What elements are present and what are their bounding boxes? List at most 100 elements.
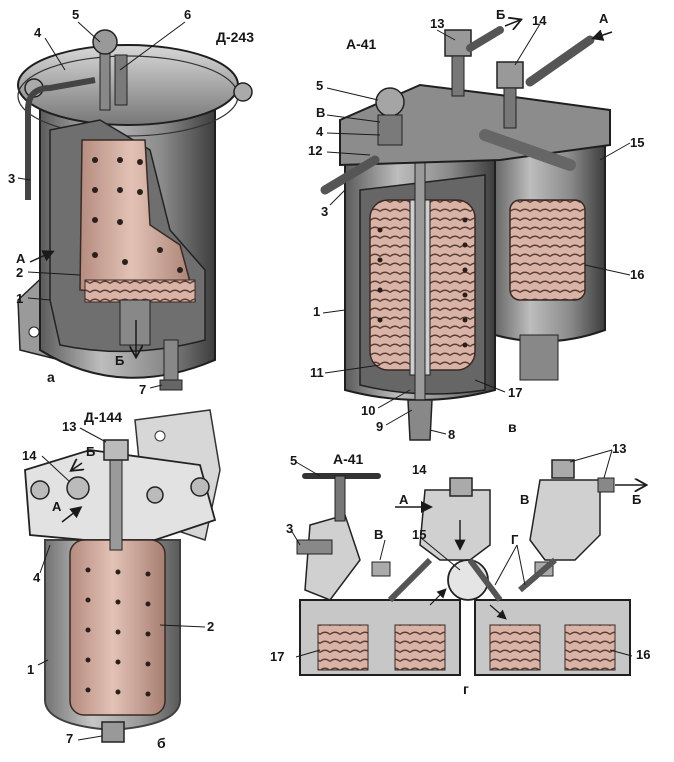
- g-head-right: [529, 479, 601, 561]
- b-label-4: 4: [33, 570, 41, 585]
- g-label-14: 14: [412, 462, 427, 477]
- a-pipe-3: [25, 77, 96, 200]
- g-element-17a: [317, 624, 369, 671]
- b-inlet-arrow: [61, 506, 83, 523]
- g-label-inlet: А: [399, 492, 409, 507]
- a-bottom-outlet: [119, 299, 151, 346]
- v-leaders: [322, 23, 631, 435]
- a-filter-element: [79, 139, 197, 301]
- g-label-vent1: В: [374, 527, 384, 542]
- b-label-2: 2: [207, 619, 215, 634]
- v-label-outlet: Б: [496, 7, 506, 22]
- b-title: Д-144: [84, 409, 122, 425]
- a-label-3: 3: [8, 171, 16, 186]
- b-bolt-right: [190, 477, 210, 497]
- g-leaders: [290, 449, 633, 658]
- g-label-13: 13: [612, 441, 627, 456]
- a-label-inlet: А: [16, 251, 26, 266]
- a-title: Д-243: [216, 29, 254, 45]
- b-outlet-arrow: [72, 463, 82, 470]
- figure-g-a41-section: [290, 449, 645, 676]
- v-label-16: 16: [630, 267, 645, 282]
- v-caption: в: [508, 419, 517, 435]
- v-pipe-3: [320, 155, 380, 195]
- v-bolt-13: [444, 29, 472, 57]
- b-label-1: 1: [27, 662, 35, 677]
- v-bolt-14: [496, 61, 524, 89]
- v-label-15: 15: [630, 135, 645, 150]
- figure-a-d243: [17, 21, 253, 391]
- v-title: А-41: [346, 36, 377, 52]
- v-side-fitting: [479, 129, 576, 171]
- a-label-5: 5: [72, 7, 80, 22]
- v-element-holes: [377, 217, 468, 348]
- v-center-rod: [414, 139, 426, 411]
- v-label-11: 11: [310, 365, 324, 380]
- v-label-8: 8: [448, 427, 456, 442]
- b-element-holes: [85, 567, 151, 697]
- b-leaders: [37, 427, 206, 741]
- v-label-3: 3: [321, 204, 329, 219]
- a-caption: а: [47, 369, 55, 385]
- b-label-outlet: Б: [86, 444, 96, 459]
- a-drain-plug-7: [159, 379, 183, 391]
- v-label-14: 14: [532, 13, 547, 28]
- v-inlet-arrow: [591, 29, 613, 41]
- b-bolt-left: [30, 480, 50, 500]
- g-element-16b: [564, 624, 616, 671]
- v-label-13: 13: [430, 16, 445, 31]
- figure-v-a41: [320, 20, 631, 441]
- g-element-17b: [394, 624, 446, 671]
- v-label-5: 5: [316, 78, 324, 93]
- a-label-outlet: Б: [115, 353, 125, 368]
- v-label-inlet: А: [599, 11, 609, 26]
- a-knob: [92, 29, 118, 55]
- v-right-element-16: [509, 199, 586, 301]
- g-head-center: [419, 489, 491, 561]
- b-label-14: 14: [22, 448, 37, 463]
- b-bolt-13: [103, 439, 129, 461]
- a-label-1: 1: [16, 291, 24, 306]
- g-label-chan: Г: [511, 532, 519, 547]
- b-label-13: 13: [62, 419, 77, 434]
- v-label-10: 10: [361, 403, 376, 418]
- v-label-1: 1: [313, 304, 321, 319]
- v-label-vent: В: [316, 105, 326, 120]
- g-bolt-13: [551, 459, 575, 479]
- v-label-17: 17: [508, 385, 523, 400]
- v-right-drain: [519, 334, 559, 381]
- v-drain-plug-8: [407, 399, 433, 441]
- a-element-holes: [92, 157, 183, 273]
- v-outlet-arrow: [504, 20, 520, 26]
- g-pipe-3: [296, 539, 333, 555]
- g-element-16a: [489, 624, 541, 671]
- v-knob-5: [375, 87, 405, 117]
- a-label-6: 6: [184, 7, 192, 22]
- b-filter-element: [69, 539, 166, 716]
- v-label-9: 9: [376, 419, 384, 434]
- a-label-4: 4: [34, 25, 42, 40]
- v-outlet-pipe-B: [466, 26, 504, 52]
- g-label-17: 17: [270, 649, 285, 664]
- a-leaders: [17, 21, 186, 389]
- g-label-3: 3: [286, 521, 294, 536]
- figure-b-d144: [24, 409, 221, 743]
- g-label-15: 15: [412, 527, 427, 542]
- a-lid-bolt-right: [233, 82, 253, 102]
- a-label-2: 2: [16, 265, 24, 280]
- b-label-inlet: А: [52, 499, 62, 514]
- b-bolt-14: [66, 476, 90, 500]
- b-center-rod: [109, 454, 123, 551]
- v-inlet-pipe-A: [525, 35, 595, 87]
- b-label-7: 7: [66, 731, 74, 746]
- g-bolt-14: [449, 477, 473, 497]
- b-caption: б: [157, 735, 166, 751]
- g-head-left: [304, 514, 361, 601]
- b-bolt-mid: [146, 486, 164, 504]
- g-label-outlet: Б: [632, 492, 642, 507]
- a-inlet-arrow: [29, 250, 55, 263]
- b-drain-plug-7: [101, 721, 125, 743]
- v-label-12: 12: [308, 143, 323, 158]
- g-label-5: 5: [290, 453, 298, 468]
- g-channel: [387, 557, 557, 603]
